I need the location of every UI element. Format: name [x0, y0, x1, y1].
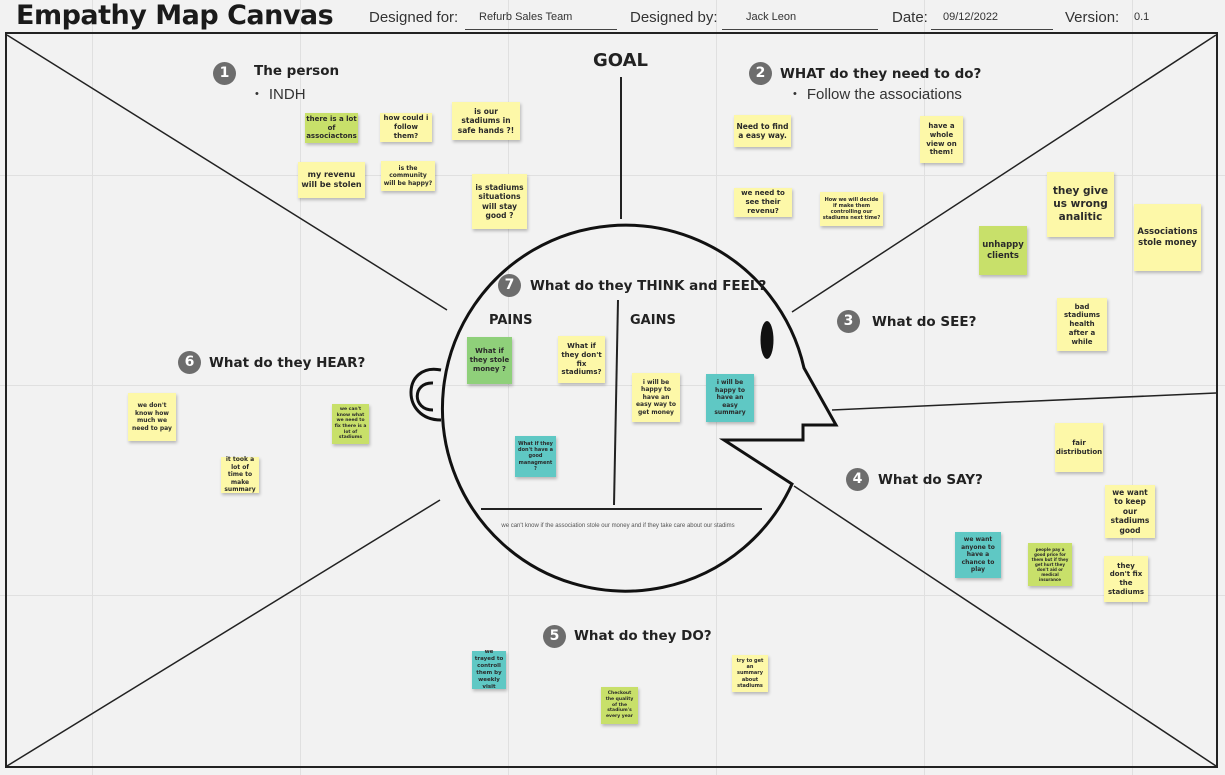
diagonal-bottom-right	[793, 485, 1217, 767]
diagonal-top-left	[6, 34, 448, 311]
eye	[760, 321, 774, 359]
diagonal-top-right	[791, 34, 1217, 313]
grid-line	[0, 595, 1225, 596]
section-2-number: 2	[749, 62, 772, 85]
pains-label: PAINS	[489, 313, 533, 328]
sticky-note[interactable]: Checkout the quality of the stadium's ev…	[601, 687, 638, 724]
sticky-note[interactable]: i will be happy to have an easy summary	[706, 374, 754, 422]
section-3-number: 3	[837, 310, 860, 333]
section-3-title: What do SEE?	[872, 314, 977, 330]
section-7-number: 7	[498, 274, 521, 297]
sticky-note[interactable]: Need to find a easy way.	[734, 115, 791, 147]
sticky-note[interactable]: What if they don't have a good managment…	[515, 436, 556, 477]
section-2-bullet: Follow the associations	[793, 86, 962, 103]
section-1-number: 1	[213, 62, 236, 85]
sticky-note[interactable]: What if they don't fix stadiums?	[558, 336, 605, 383]
ear-outer	[409, 367, 442, 422]
diagonal-bottom-left	[6, 499, 441, 767]
divider-right	[831, 392, 1217, 411]
grid-line	[92, 0, 93, 775]
sticky-note[interactable]: is our stadiums in safe hands ?!	[452, 102, 520, 140]
section-1-bullet: INDH	[255, 86, 306, 103]
section-6-title: What do they HEAR?	[209, 355, 366, 371]
designed-for-label: Designed for:	[369, 9, 459, 26]
designed-for-value[interactable]: Refurb Sales Team	[479, 11, 573, 23]
sticky-note[interactable]: Associations stole money	[1134, 204, 1201, 271]
grid-line	[0, 175, 1225, 176]
sticky-note[interactable]: unhappy clients	[979, 226, 1027, 275]
grid-line	[300, 0, 301, 775]
date-label: Date:	[892, 9, 928, 26]
section-5-title: What do they DO?	[574, 628, 712, 644]
section-5-number: 5	[543, 625, 566, 648]
grid-line	[1132, 0, 1133, 775]
version-label: Version:	[1065, 9, 1120, 26]
sticky-note[interactable]: How we will decide if make them controll…	[820, 192, 883, 226]
section-6-number: 6	[178, 351, 201, 374]
head-outline	[440, 223, 839, 593]
sticky-note[interactable]: is stadiums situations will stay good ?	[472, 174, 527, 229]
date-underline	[931, 29, 1053, 30]
sticky-note[interactable]: we don't know how much we need to pay	[128, 393, 176, 441]
goal-label: GOAL	[593, 50, 648, 71]
sticky-note[interactable]: fair distribution	[1055, 423, 1103, 472]
section-4-title: What do SAY?	[878, 472, 983, 488]
sticky-note[interactable]: my revenu will be stolen	[298, 162, 365, 198]
page-title: Empathy Map Canvas	[16, 0, 334, 31]
version-value[interactable]: 0.1	[1134, 11, 1150, 23]
sticky-note[interactable]: they give us wrong analitic	[1047, 172, 1114, 237]
pains-gains-divider	[613, 299, 619, 506]
grid-line	[0, 385, 1225, 386]
sticky-note[interactable]: people pay a good price for them but if …	[1028, 543, 1072, 586]
sticky-note[interactable]: bad stadiums health after a while	[1057, 298, 1107, 351]
center-note: we can't know if the association stole o…	[501, 523, 735, 529]
sticky-note[interactable]: we need to see their revenu?	[734, 188, 792, 217]
grid-line	[508, 0, 509, 775]
sticky-note[interactable]: they don't fix the stadiums	[1104, 556, 1148, 602]
sticky-note[interactable]: have a whole view on them!	[920, 116, 963, 163]
sticky-note[interactable]: we trayed to controll them by weekly vis…	[472, 649, 506, 690]
sticky-note[interactable]: it took a lot of time to make summary	[221, 456, 259, 493]
section-2-title: WHAT do they need to do?	[780, 66, 982, 82]
gains-label: GAINS	[630, 313, 676, 328]
sticky-note[interactable]: we can't know what we need to fix there …	[332, 404, 369, 444]
grid-line	[924, 0, 925, 775]
sticky-note[interactable]: how could i follow them?	[380, 113, 432, 142]
ear-inner	[415, 381, 434, 412]
section-4-number: 4	[846, 468, 869, 491]
sticky-note[interactable]: try to get an summary about stadiums	[732, 655, 768, 692]
sticky-note[interactable]: we want anyone to have a chance to play	[955, 532, 1001, 578]
designed-by-underline	[722, 29, 878, 30]
sticky-note[interactable]: we want to keep our stadiums good	[1105, 485, 1155, 538]
section-7-title: What do they THINK and FEEL?	[530, 278, 767, 294]
sticky-note[interactable]: is the community will be happy?	[381, 161, 435, 191]
sticky-note[interactable]: What if they stole money ?	[467, 337, 512, 384]
date-value[interactable]: 09/12/2022	[943, 11, 999, 23]
sticky-note[interactable]: i will be happy to have an easy way to g…	[632, 373, 680, 422]
designed-by-value[interactable]: Jack Leon	[746, 11, 797, 23]
designed-for-underline	[465, 29, 617, 30]
designed-by-label: Designed by:	[630, 9, 718, 26]
section-1-title: The person	[254, 63, 340, 79]
sticky-note[interactable]: there is a lot of associactons	[305, 113, 358, 143]
canvas-border	[5, 32, 1218, 768]
